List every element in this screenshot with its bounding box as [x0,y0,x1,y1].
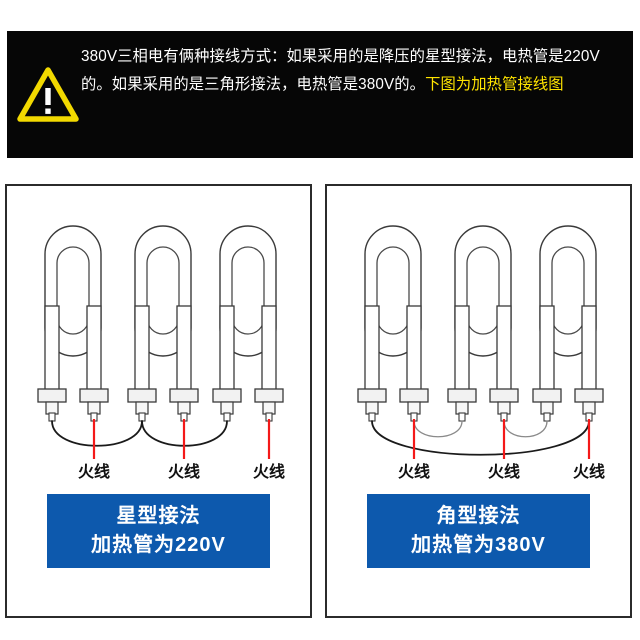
heating-element-group-star [37,225,284,422]
star-caption-box: 星型接法 加热管为220V [47,494,270,568]
heating-element-1 [37,225,109,422]
delta-loop-wires [371,420,590,456]
delta-caption-line-2: 加热管为380V [411,534,546,556]
warning-message-highlight: 下图为加热管接线图 [425,76,564,93]
warning-message-main: 380V三相电有俩种接线方式：如果采用的是降压的星型接法，电热管是220V的。如… [81,48,600,93]
warning-banner: 380V三相电有俩种接线方式：如果采用的是降压的星型接法，电热管是220V的。如… [7,31,633,158]
star-neutral-jumper-wires [51,420,228,447]
star-wiring-diagram: 火线 火线 火线 [37,225,285,481]
live-label-1: 火线 [398,462,430,481]
star-caption-line-1: 星型接法 [116,505,201,527]
heating-element-2 [447,225,519,422]
heating-element-group-delta [357,225,604,422]
delta-caption-line-1: 角型接法 [436,505,521,527]
star-connection-panel: 火线 火线 火线 星型接法 加热管为220V [5,184,312,618]
heating-element-3 [532,225,604,422]
live-wires [412,419,591,459]
live-label-3: 火线 [573,462,605,481]
star-caption-line-2: 加热管为220V [91,534,226,556]
live-label-1: 火线 [78,462,110,481]
delta-caption-box: 角型接法 加热管为380V [367,494,590,568]
delta-connection-panel: 火线 火线 火线 角型接法 加热管为380V [325,184,632,618]
live-label-2: 火线 [168,462,200,481]
warning-triangle-icon [7,31,81,158]
warning-message: 380V三相电有俩种接线方式：如果采用的是降压的星型接法，电热管是220V的。如… [81,31,633,99]
heating-element-2 [127,225,199,422]
live-wires [92,419,271,459]
heating-element-3 [212,225,284,422]
live-label-3: 火线 [253,462,285,481]
live-label-2: 火线 [488,462,520,481]
heating-element-1 [357,225,429,422]
delta-wiring-diagram: 火线 火线 火线 [357,225,605,481]
